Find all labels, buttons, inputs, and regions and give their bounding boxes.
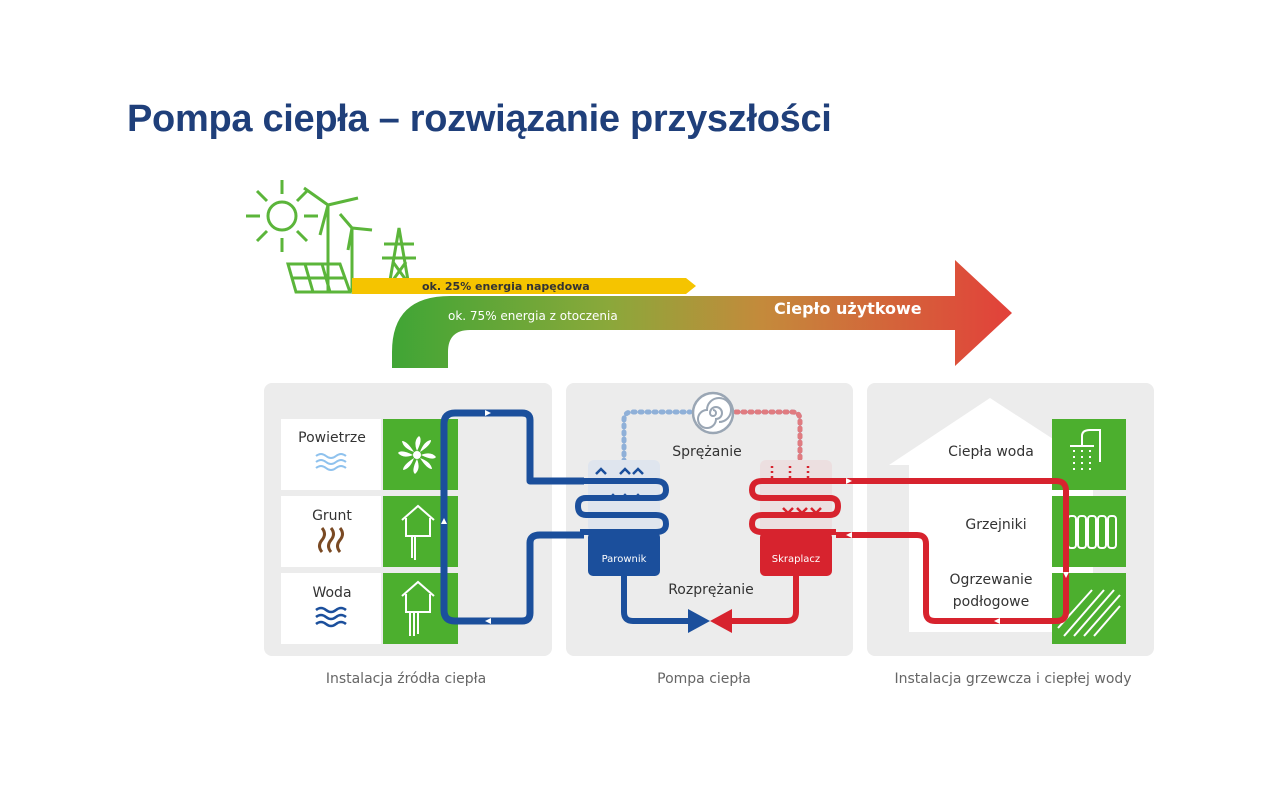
use-label-radiators: Grzejniki [965, 517, 1026, 533]
source-panel-caption: Instalacja źródła ciepła [326, 671, 486, 687]
water-well-icon [401, 580, 435, 636]
expansion-label: Rozprężanie [668, 582, 754, 598]
use-label-floor-heating-1: Ogrzewanie [949, 572, 1032, 588]
source-label-air: Powietrze [298, 430, 366, 446]
pump-panel [566, 383, 853, 656]
house-outline [889, 398, 1093, 632]
source-row-air [281, 419, 381, 490]
flow-markers-red [846, 478, 1069, 624]
source-row-water [281, 573, 381, 644]
expansion-loop-blue [621, 576, 690, 624]
ground-heat-icon [318, 527, 344, 553]
condenser-coil [748, 478, 842, 535]
compressor-icon [691, 391, 735, 435]
page-title: Pompa ciepła – rozwiązanie przyszłości [127, 98, 832, 140]
expansion-loop-red [730, 576, 799, 624]
expansion-valve-icon [688, 609, 732, 633]
condenser-label: Skraplacz [772, 554, 820, 565]
source-loop-pipe [440, 409, 584, 625]
wind-turbine-icon [303, 186, 373, 292]
evaporator-label: Parownik [602, 554, 647, 565]
source-row-ground [281, 496, 381, 567]
use-label-floor-heating-2: podłogowe [953, 594, 1029, 610]
heating-panel-caption: Instalacja grzewcza i ciepłej wody [894, 671, 1131, 687]
solar-panel-icon [286, 262, 353, 294]
pump-panel-caption: Pompa ciepła [657, 671, 751, 687]
fan-icon [398, 436, 436, 474]
ambient-energy-label: ok. 75% energia z otoczenia [448, 309, 618, 323]
compression-label: Sprężanie [672, 444, 741, 460]
ground-probe-icon [401, 504, 435, 560]
useful-heat-label: Ciepło użytkowe [774, 299, 922, 318]
sun-icon [246, 180, 318, 252]
source-rows [281, 419, 458, 644]
renewable-energy-icons [246, 180, 416, 294]
shower-icon [1070, 429, 1101, 470]
useful-heat-arrow [392, 260, 1012, 368]
power-pylon-icon [382, 227, 416, 293]
source-label-water: Woda [312, 585, 351, 601]
drive-energy-label: ok. 25% energia napędowa [422, 280, 590, 293]
air-waves-icon [315, 453, 347, 471]
water-waves-icon [315, 606, 347, 628]
source-label-ground: Grunt [312, 508, 352, 524]
drive-energy-arrow [352, 278, 696, 294]
flow-markers-blue [441, 410, 491, 624]
evaporator-coil [574, 478, 670, 535]
use-label-hot-water: Ciepła woda [948, 444, 1034, 460]
